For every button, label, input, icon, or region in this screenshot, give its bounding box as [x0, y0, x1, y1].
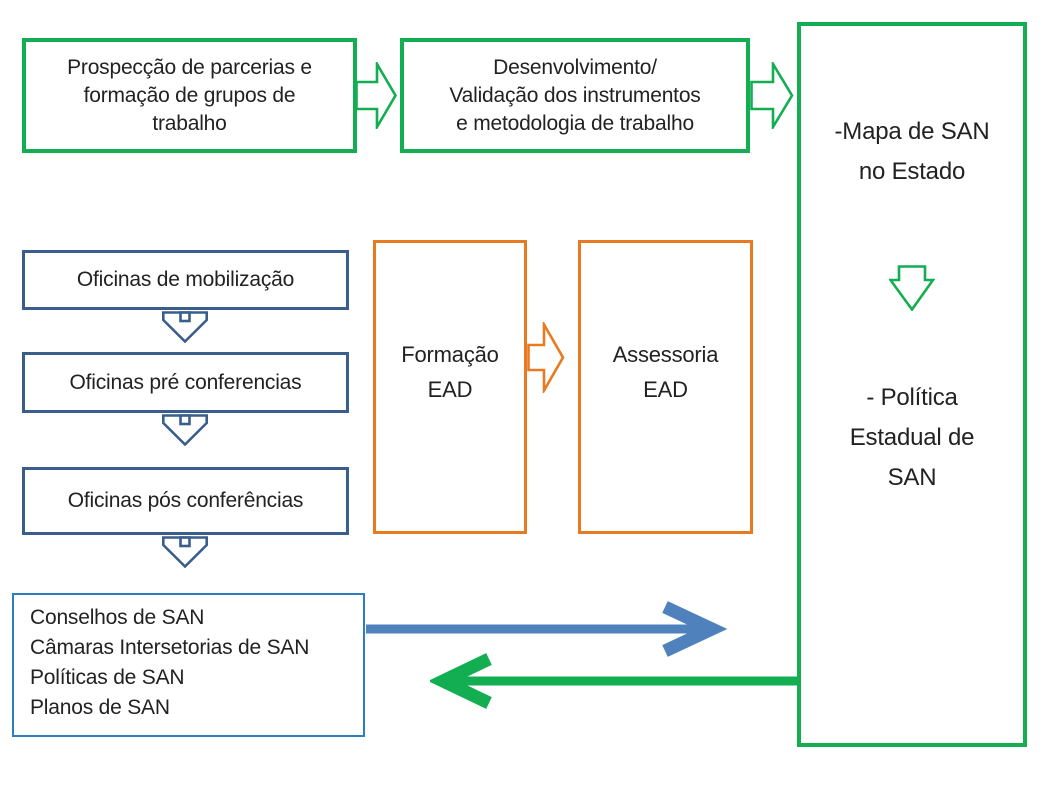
politica-estadual-text: - Política Estadual de SAN: [849, 384, 975, 491]
down-chevron-arrow-icon: [162, 311, 208, 343]
box-text-line: formação de grupos de: [83, 83, 296, 107]
down-chevron-arrow-icon: [162, 414, 208, 446]
box-text-line: e metodologia de trabalho: [456, 111, 694, 135]
resultados-san-box: Conselhos de SAN Câmaras Intersetorias d…: [12, 593, 365, 737]
right-block-arrow-icon: [750, 62, 794, 129]
oficinas-mobilizacao-box: Oficinas de mobilização: [22, 250, 349, 310]
desenvolvimento-validacao-box: Desenvolvimento/ Validação dos instrumen…: [400, 38, 750, 153]
box-text-line: Validação dos instrumentos: [449, 83, 701, 107]
list-item: Planos de SAN: [30, 696, 170, 719]
mapa-san-text: -Mapa de SAN no Estado: [834, 118, 990, 185]
oficinas-pre-conferencias-box: Oficinas pré conferencias: [22, 352, 349, 413]
assessoria-ead-box: Assessoria EAD: [578, 240, 753, 534]
box-text-line: trabalho: [152, 111, 227, 135]
list-item: Conselhos de SAN: [30, 606, 205, 629]
list-item: Câmaras Intersetorias de SAN: [30, 636, 310, 659]
oficinas-pos-conferencias-box: Oficinas pós conferências: [22, 467, 349, 535]
list-item: Políticas de SAN: [30, 666, 185, 689]
right-block-arrow-icon: [355, 62, 397, 129]
formacao-ead-box: Formação EAD: [373, 240, 527, 534]
box-text-line: Desenvolvimento/: [493, 55, 657, 79]
outcomes-to-results-arrow: [430, 653, 798, 709]
prospeccao-parcerias-box: Prospecção de parcerias e formação de gr…: [22, 38, 357, 153]
down-chevron-arrow-icon: [162, 536, 208, 568]
outcomes-box: -Mapa de SAN no Estado - Política Estadu…: [797, 22, 1027, 747]
results-to-outcomes-arrow: [366, 601, 728, 657]
right-block-arrow-icon: [527, 322, 565, 393]
box-text-line: Prospecção de parcerias e: [67, 55, 312, 79]
down-block-arrow-icon: [889, 265, 935, 311]
